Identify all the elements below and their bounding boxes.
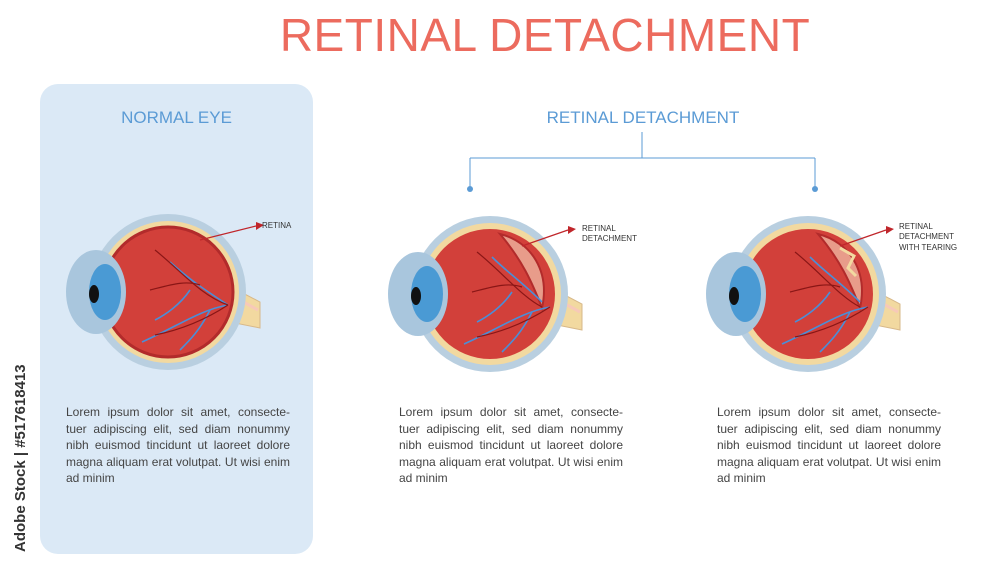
stock-watermark: Adobe Stock | #517618413 — [6, 330, 32, 560]
detachment-label: RETINAL DETACHMENT — [582, 224, 637, 244]
page-title: RETINAL DETACHMENT — [279, 9, 811, 61]
section-bracket — [467, 132, 818, 192]
torn-eye-illustration — [706, 216, 901, 372]
normal-eye-label: RETINA — [262, 221, 292, 230]
tearing-label: RETINAL DETACHMENT WITH TEARING — [899, 222, 958, 252]
blood-vessels — [781, 256, 869, 353]
normal-eye-description: Lorem ipsum dolor sit amet, consecte-tue… — [66, 405, 290, 486]
normal-eye-heading: NORMAL EYE — [121, 108, 232, 127]
watermark-text: Adobe Stock | #517618413 — [12, 364, 29, 552]
normal-eye-illustration — [66, 214, 264, 370]
detachment-description: Lorem ipsum dolor sit amet, consecte-tue… — [399, 405, 623, 486]
detached-eye-illustration — [388, 216, 583, 372]
blood-vessels — [463, 256, 551, 353]
retinal-detachment-heading: RETINAL DETACHMENT — [546, 108, 740, 127]
tearing-description: Lorem ipsum dolor sit amet, consecte-tue… — [717, 405, 941, 486]
